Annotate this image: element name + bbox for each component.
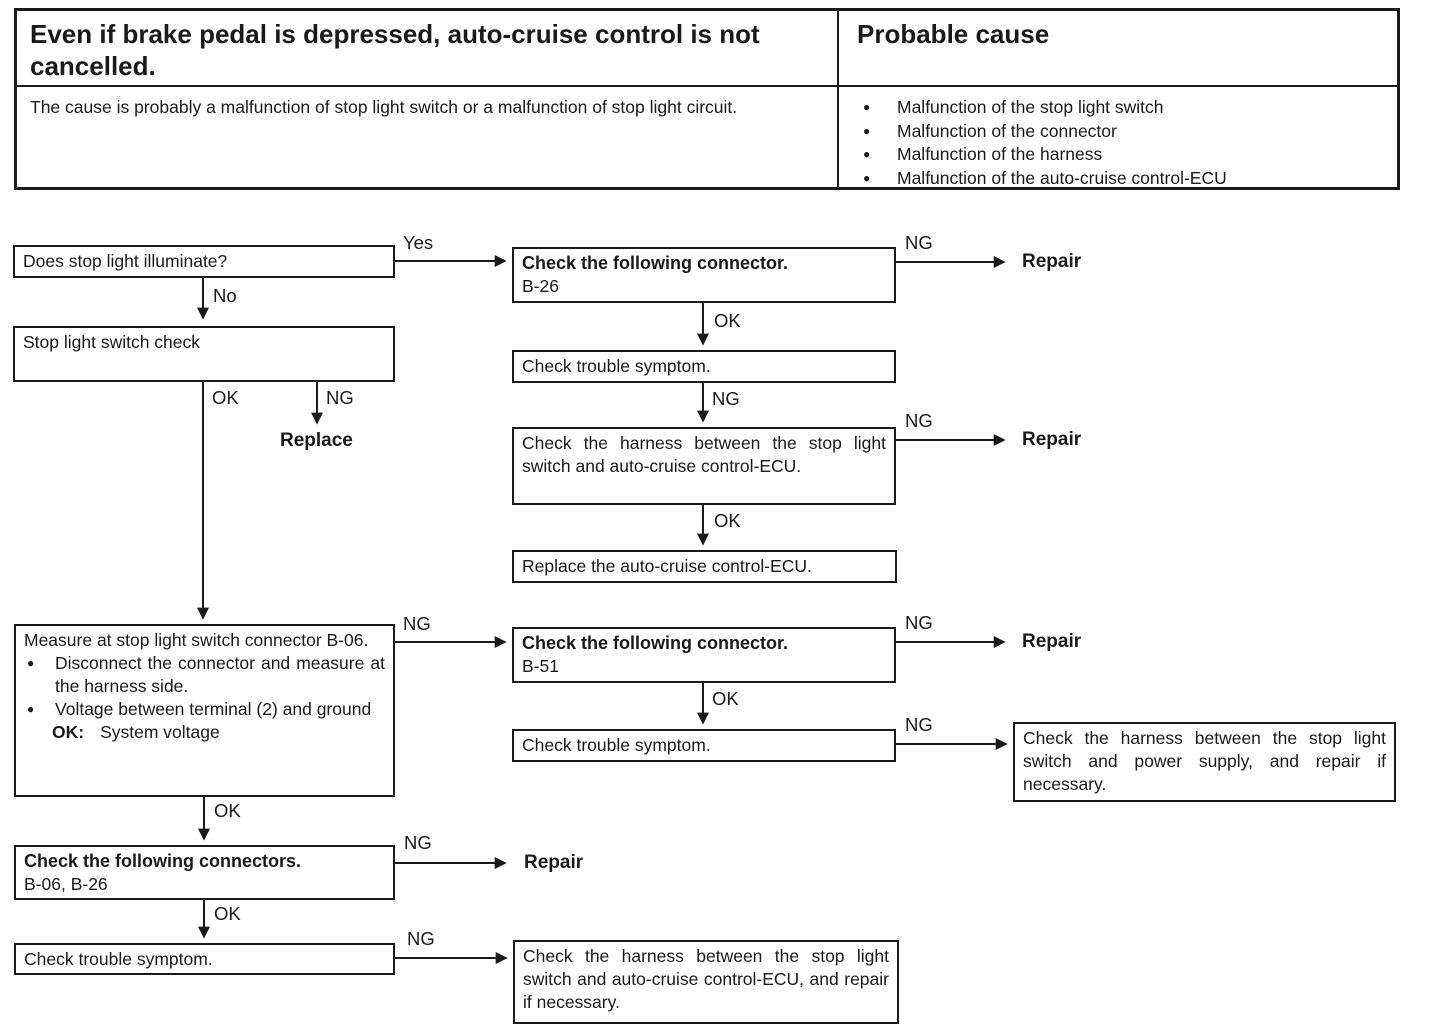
measure-ok-spec: OK:System voltage xyxy=(52,722,220,742)
branch-label-ng: NG xyxy=(905,232,933,253)
flow-node-check-trouble-symptom-3: Check trouble symptom. xyxy=(14,943,395,975)
flow-node-check-connector-b51: Check the following connector. B-51 xyxy=(512,627,896,683)
symptom-description: The cause is probably a malfunction of s… xyxy=(17,87,839,187)
flow-node-check-trouble-symptom-1: Check trouble symptom. xyxy=(512,350,896,383)
action-repair: Repair xyxy=(1022,631,1082,652)
branch-label-ok: OK xyxy=(714,310,741,331)
bullet-icon: ● xyxy=(863,147,871,161)
branch-label-no: No xyxy=(213,285,237,306)
flow-node-stop-light-switch-check: Stop light switch check xyxy=(13,326,395,382)
bullet-icon: ● xyxy=(27,656,35,670)
bullet-icon: ● xyxy=(863,100,871,114)
action-repair: Repair xyxy=(1022,429,1082,450)
branch-label-ok: OK xyxy=(214,903,241,924)
bullet-icon: ● xyxy=(27,702,35,716)
measure-bullet-row: ● Voltage between terminal (2) and groun… xyxy=(24,698,385,721)
branch-label-ok: OK xyxy=(214,800,241,821)
probable-cause-item: ● Malfunction of the connector xyxy=(857,120,1379,144)
branch-label-ng: NG xyxy=(403,613,431,634)
symptom-title: Even if brake pedal is depressed, auto-c… xyxy=(17,11,839,87)
flow-node-stop-light-illuminate: Does stop light illuminate? xyxy=(13,245,395,278)
action-replace: Replace xyxy=(280,430,353,451)
flow-node-harness-ecu-repair: Check the harness between the stop light… xyxy=(513,940,899,1024)
branch-label-yes: Yes xyxy=(403,232,434,253)
branch-label-ng: NG xyxy=(905,612,933,633)
probable-cause-title: Probable cause xyxy=(839,11,1397,87)
probable-cause-item: ● Malfunction of the stop light switch xyxy=(857,96,1379,120)
branch-label-ng: NG xyxy=(905,410,933,431)
symptom-table: Even if brake pedal is depressed, auto-c… xyxy=(14,8,1400,190)
probable-cause-item: ● Malfunction of the auto-cruise control… xyxy=(857,167,1379,191)
measure-node-title: Measure at stop light switch connector B… xyxy=(24,630,369,650)
branch-label-ng: NG xyxy=(404,832,432,853)
flow-node-check-connectors-b06-b26: Check the following connectors. B-06, B-… xyxy=(14,845,395,900)
flow-node-replace-ecu: Replace the auto-cruise control-ECU. xyxy=(512,550,897,583)
branch-label-ok: OK xyxy=(712,688,739,709)
branch-label-ng: NG xyxy=(326,387,354,408)
branch-label-ng: NG xyxy=(407,928,435,949)
action-repair: Repair xyxy=(524,852,584,873)
flow-node-harness-power-repair: Check the harness between the stop light… xyxy=(1013,722,1396,802)
flow-node-harness-stop-to-ecu: Check the harness between the stop light… xyxy=(512,427,896,505)
bullet-icon: ● xyxy=(863,123,871,138)
probable-cause-list: ● Malfunction of the stop light switch ●… xyxy=(839,87,1397,188)
branch-label-ng: NG xyxy=(712,388,740,409)
bullet-icon: ● xyxy=(863,170,871,185)
measure-bullet-row: ● Disconnect the connector and measure a… xyxy=(24,652,385,698)
branch-label-ok: OK xyxy=(714,510,741,531)
action-repair: Repair xyxy=(1022,251,1082,272)
branch-label-ng: NG xyxy=(905,714,933,735)
flow-node-check-trouble-symptom-2: Check trouble symptom. xyxy=(512,729,896,762)
probable-cause-item: ● Malfunction of the harness xyxy=(857,143,1379,167)
branch-label-ok: OK xyxy=(212,387,239,408)
flow-node-measure-connector-b06: Measure at stop light switch connector B… xyxy=(14,624,395,797)
flow-node-check-connector-b26: Check the following connector. B-26 xyxy=(512,247,896,303)
